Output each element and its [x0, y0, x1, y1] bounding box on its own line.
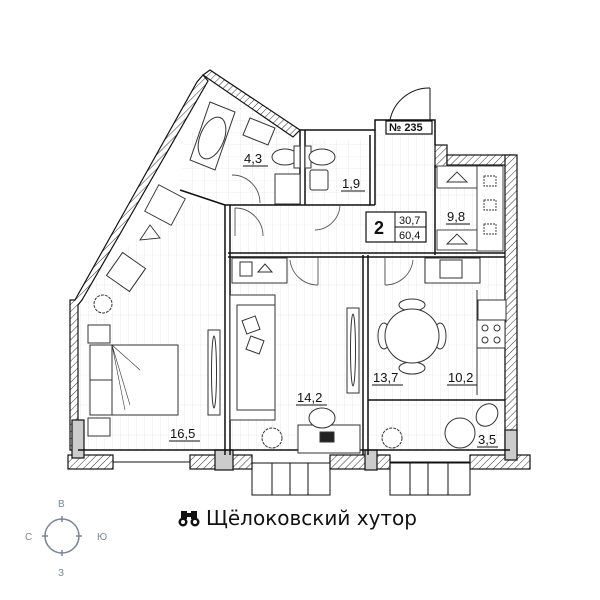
area-loggia: 3,5 [478, 432, 496, 447]
wardrobes [139, 165, 504, 252]
apartment-info-box: 2 30,7 60,4 [365, 211, 427, 243]
area-labels: 4,3 1,9 9,8 16,5 14,2 13,7 10,2 3,5 [169, 151, 498, 448]
kitchen-furniture [377, 257, 507, 449]
balconies [113, 461, 471, 496]
interior-doors[interactable] [231, 174, 414, 286]
compass-north-label: В [58, 499, 65, 510]
toilet-icon [271, 145, 336, 205]
brand-name: Щёлоковский хутор [206, 506, 417, 530]
apartment-number-badge: № 235 [385, 120, 433, 135]
brand-logo: Щёлоковский хутор [178, 506, 417, 530]
compass-right-label: Ю [97, 532, 107, 543]
bedroom-furniture [87, 251, 221, 437]
living-area: 30,7 [399, 215, 420, 227]
area-living-room: 14,2 [297, 390, 322, 405]
compass-bottom-label: З [58, 568, 64, 579]
compass-left-label: С [25, 532, 32, 543]
area-bedroom: 16,5 [170, 426, 195, 441]
area-dining-room: 13,7 [373, 370, 398, 385]
binoculars-icon [178, 511, 200, 527]
rooms-count: 2 [374, 218, 384, 238]
total-area: 60,4 [399, 230, 420, 242]
area-toilet: 1,9 [342, 176, 360, 191]
living-furniture [229, 257, 361, 454]
entrance-door[interactable] [389, 87, 431, 121]
area-bathroom: 4,3 [244, 151, 262, 166]
area-hallway: 9,8 [447, 209, 465, 224]
sink [242, 117, 276, 146]
bathtub [189, 101, 236, 171]
exterior-walls [67, 69, 531, 471]
area-kitchen: 10,2 [448, 370, 473, 385]
compass: В С Ю З [25, 499, 107, 579]
svg-text:№ 235: № 235 [389, 122, 423, 134]
